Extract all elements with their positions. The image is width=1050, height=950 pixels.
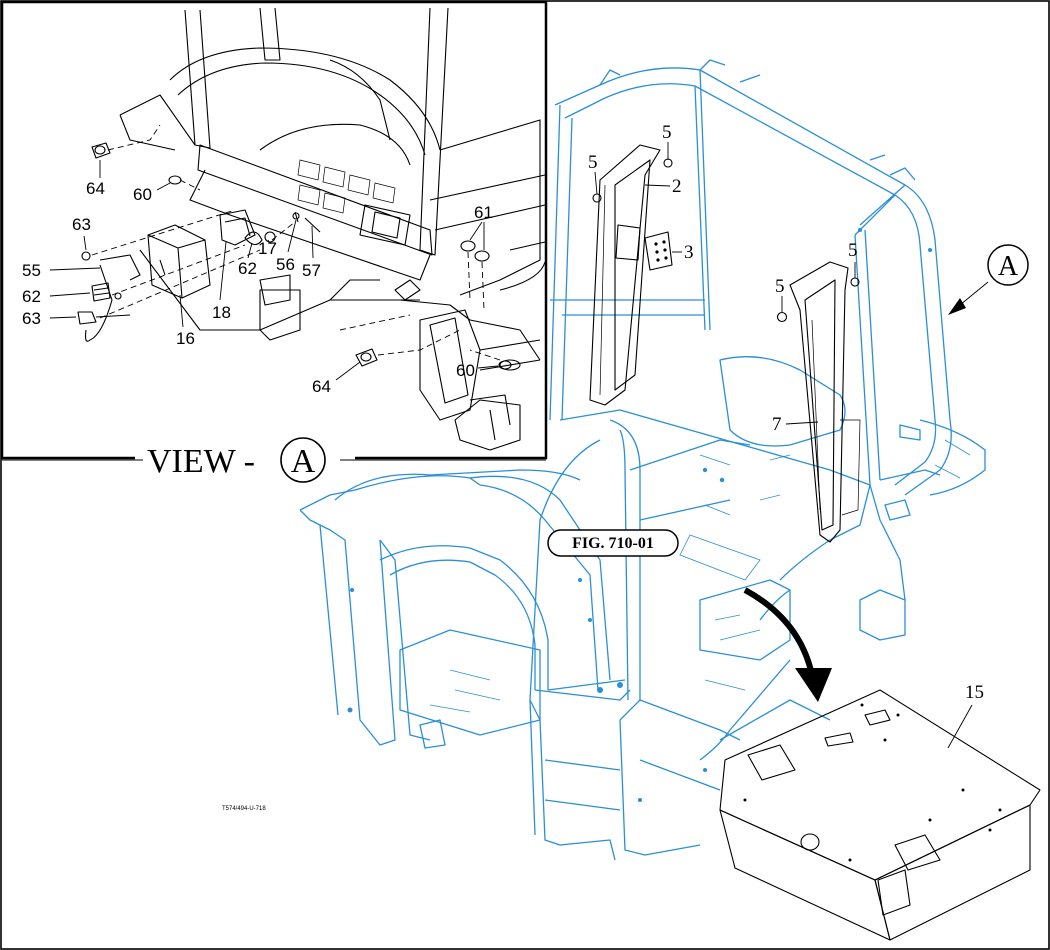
part-15-cover — [719, 689, 1041, 941]
view-a-label-letter: A — [291, 443, 316, 480]
view-a-pointer: A — [948, 244, 1029, 315]
callout-16: 16 — [176, 329, 195, 348]
callout-60: 60 — [456, 361, 475, 380]
callout-55: 55 — [22, 261, 41, 280]
callout-56: 56 — [276, 255, 295, 274]
callout-60: 60 — [133, 185, 152, 204]
drawing-code: T574/494-U-718 — [222, 806, 266, 812]
pointer-arrow-15 — [743, 587, 832, 702]
part-3-plate — [644, 231, 673, 271]
view-a-label-text: VIEW - — [147, 443, 255, 480]
callout-5: 5 — [588, 152, 598, 173]
callout-62: 62 — [22, 287, 41, 306]
callout-57: 57 — [302, 261, 321, 280]
callout-5: 5 — [848, 240, 858, 261]
view-a-pointer-letter: A — [998, 251, 1019, 282]
callout-17: 17 — [258, 239, 277, 258]
main-callouts: 5 5 2 3 5 5 7 15 — [588, 122, 984, 749]
figure-reference-text: FIG. 710-01 — [572, 535, 654, 552]
callout-3: 3 — [684, 242, 694, 263]
part-7-trim-panel — [789, 261, 861, 543]
callout-15: 15 — [965, 682, 984, 703]
callout-64: 64 — [86, 179, 105, 198]
callout-18: 18 — [212, 303, 231, 322]
callout-5: 5 — [662, 122, 672, 143]
part-2-trim-panel — [589, 144, 661, 406]
callout-64: 64 — [312, 377, 331, 396]
callout-61: 61 — [474, 203, 493, 222]
view-a-label: VIEW - A — [2, 437, 546, 483]
callout-62: 62 — [238, 259, 257, 278]
callout-7: 7 — [772, 414, 782, 435]
view-a-inset: 64 60 63 55 62 63 16 18 62 17 56 57 61 6… — [0, 0, 548, 460]
callout-2: 2 — [672, 176, 682, 197]
cab-frame-drawing — [299, 59, 986, 861]
figure-reference: FIG. 710-01 — [547, 529, 679, 557]
callout-63: 63 — [22, 309, 41, 328]
callout-5: 5 — [775, 276, 785, 297]
callout-63: 63 — [72, 215, 91, 234]
